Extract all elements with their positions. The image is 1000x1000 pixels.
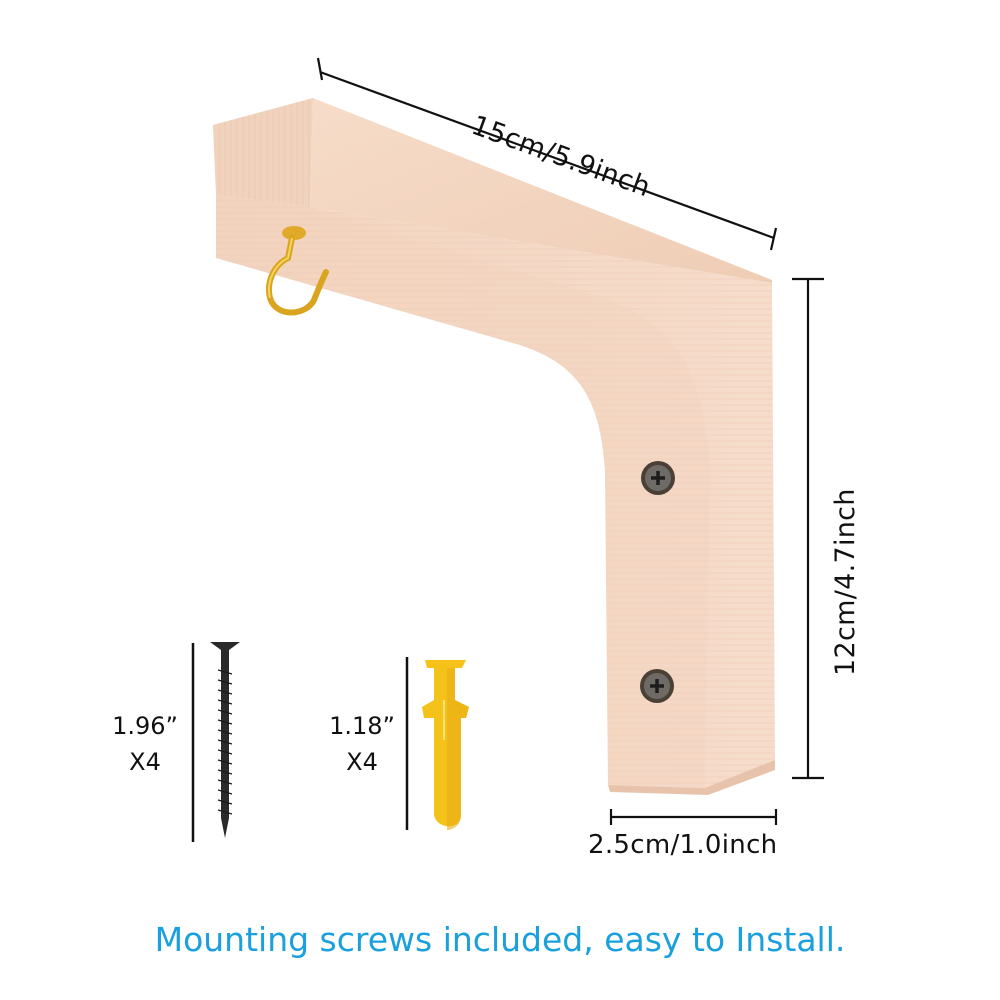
- screw-qty: X4: [129, 748, 161, 776]
- wall-anchor-icon: [405, 657, 469, 830]
- anchor-size-label: 1.18” X4: [322, 708, 402, 780]
- bracket-screw-top-icon: [641, 461, 675, 495]
- height-dimension-line: [792, 277, 824, 780]
- width-label: 2.5cm/1.0inch: [588, 830, 778, 860]
- screw-size-label: 1.96” X4: [105, 708, 185, 780]
- length-dimension-line: [316, 57, 778, 251]
- bracket: [213, 98, 775, 795]
- anchor-size: 1.18”: [329, 712, 395, 740]
- hook-icon: [266, 226, 329, 316]
- screw-size: 1.96”: [112, 712, 178, 740]
- anchor-qty: X4: [346, 748, 378, 776]
- caption-text: Mounting screws included, easy to Instal…: [154, 920, 846, 959]
- bracket-screw-bottom-icon: [640, 669, 674, 703]
- width-dimension-line: [609, 809, 778, 825]
- height-label: 12cm/4.7inch: [830, 488, 861, 676]
- screw-icon: [191, 642, 240, 842]
